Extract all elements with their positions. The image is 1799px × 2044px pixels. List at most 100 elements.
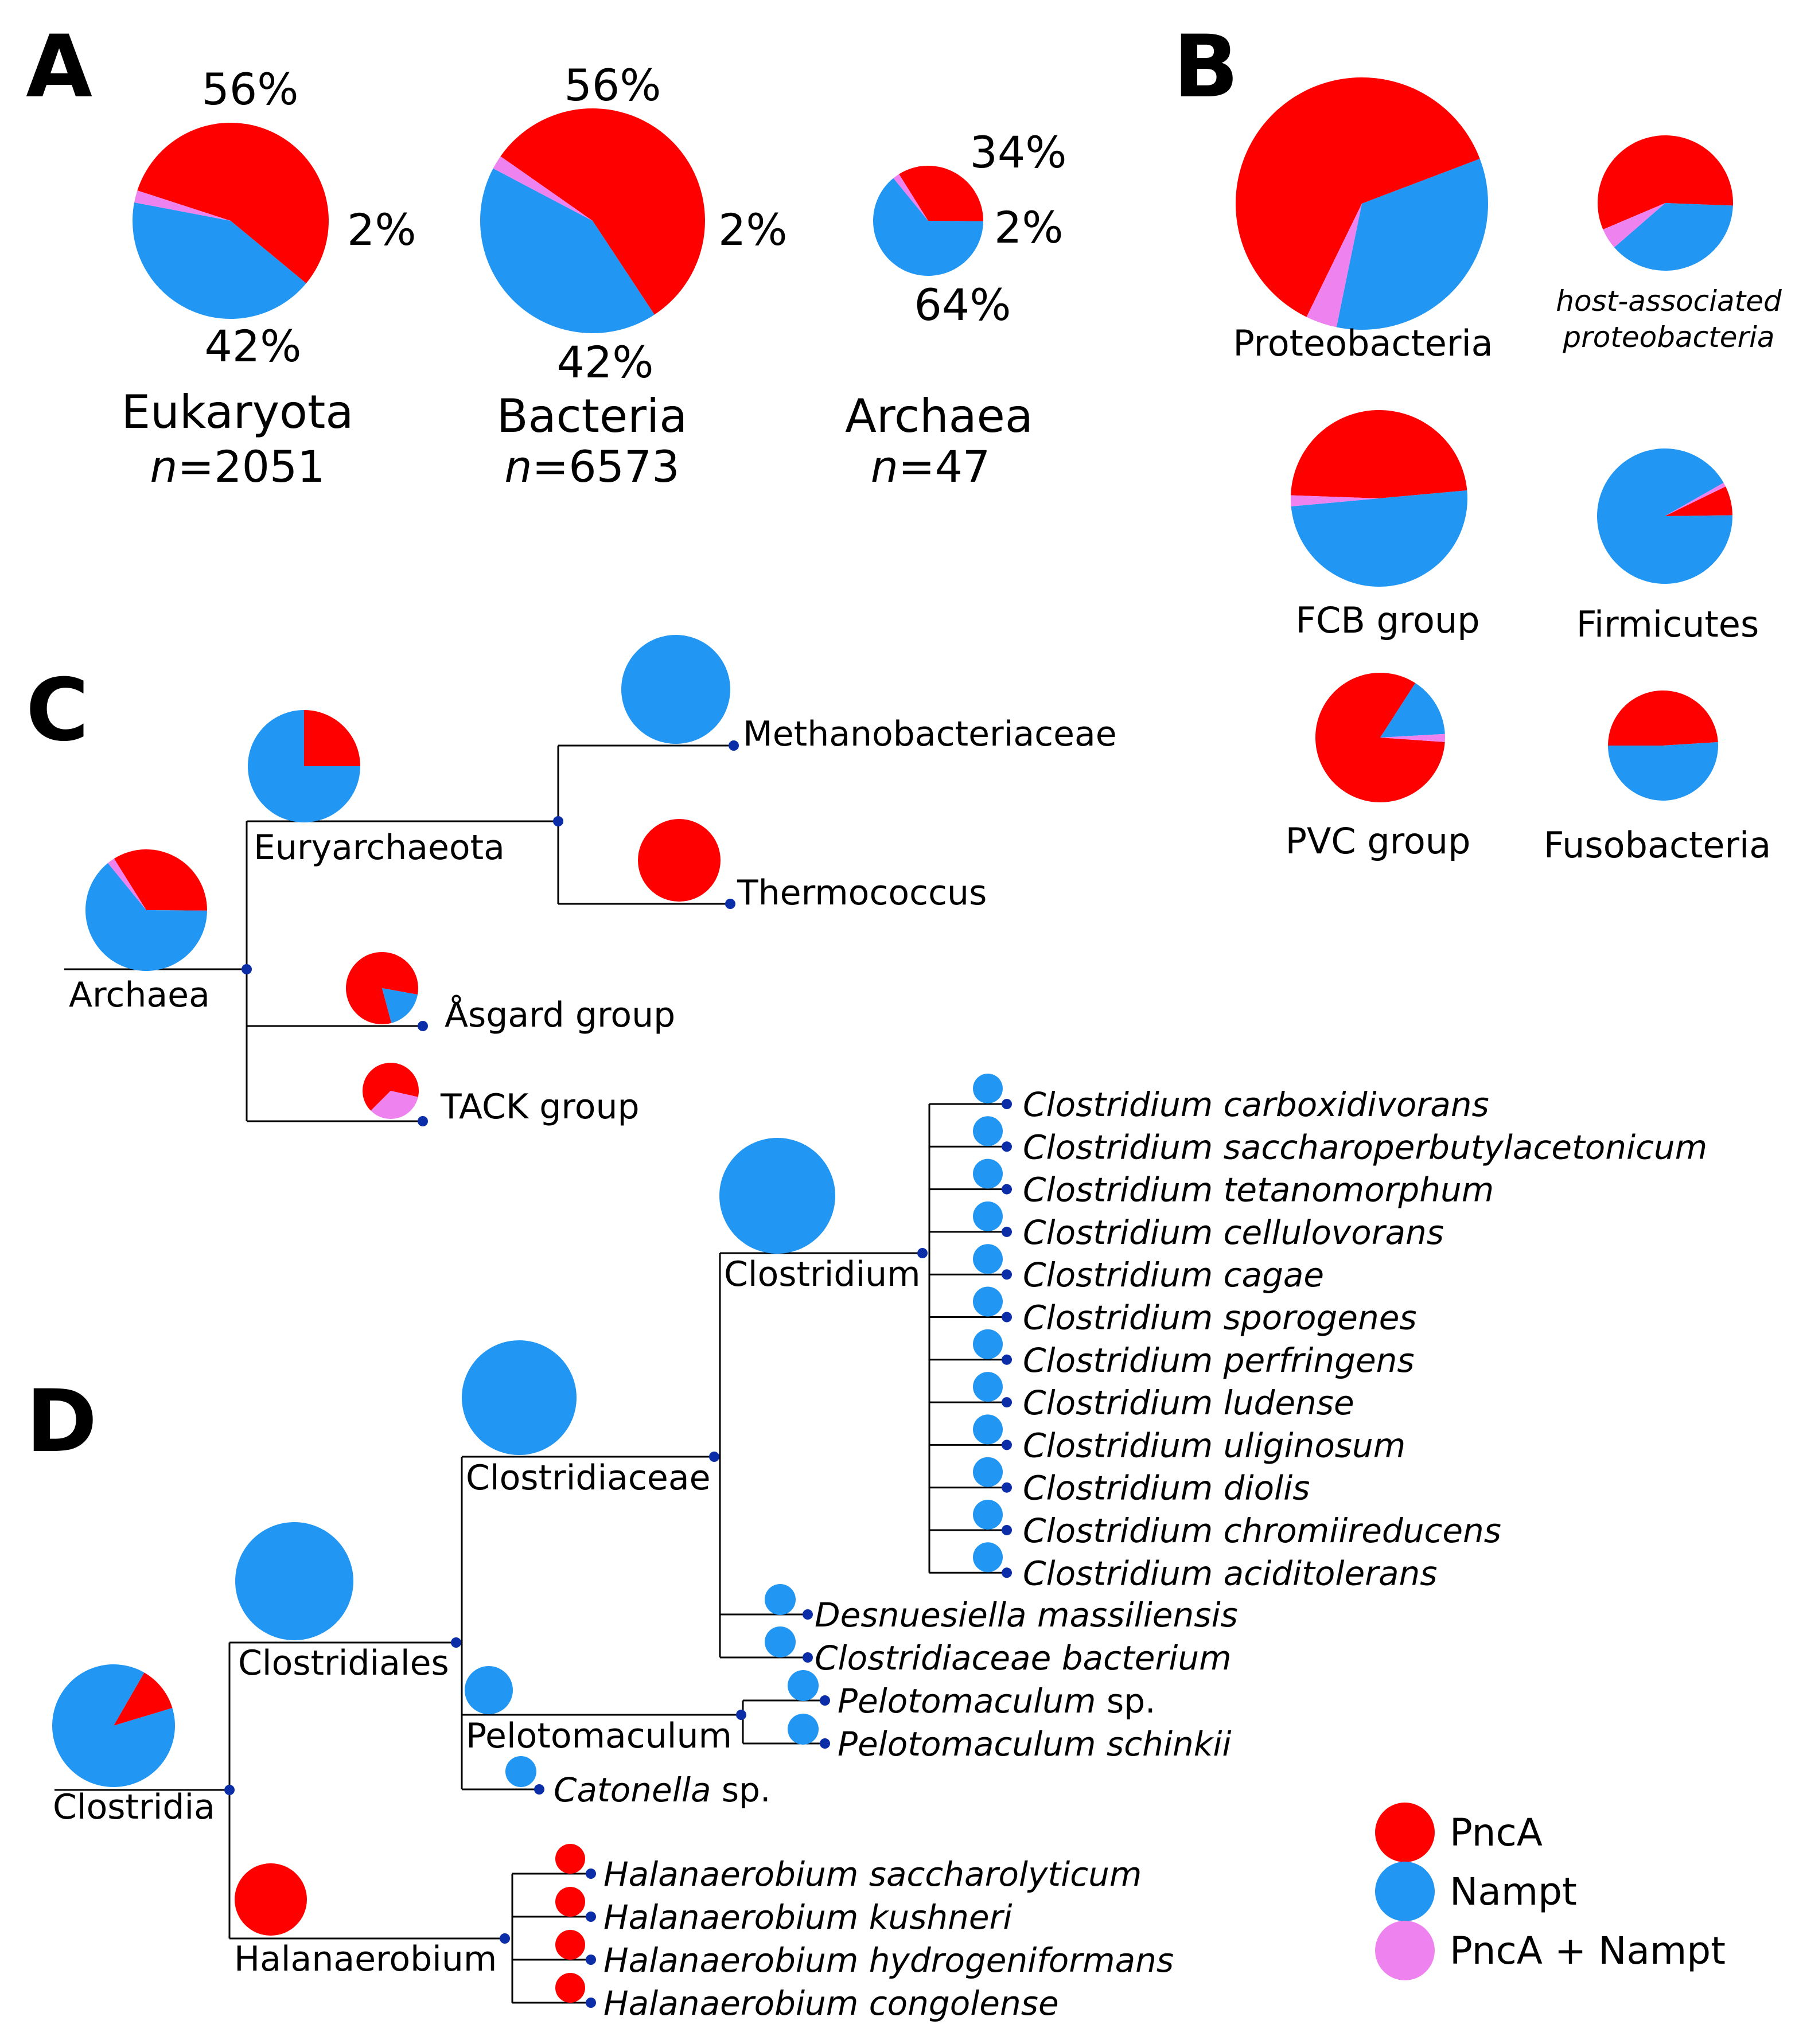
eukaryota-pie xyxy=(133,123,329,319)
firmicutes-pnca-slice xyxy=(1665,486,1732,516)
halanaerobium-species-tip-dot xyxy=(586,1998,596,2008)
halanaerobium-species-label: Halanaerobium saccharolyticum xyxy=(603,1855,1142,1894)
fusobacteria-nampt-slice xyxy=(1608,742,1718,801)
host-associated-label-line1: host-associated xyxy=(1556,284,1782,318)
clostridiaceae-node-label: Clostridiaceae xyxy=(466,1458,711,1498)
archaea-pnca-percent: 34% xyxy=(970,127,1067,178)
archaea-label: Archaea xyxy=(845,389,1033,443)
archaea-node-dot xyxy=(242,964,252,974)
clostridiales-node-pie xyxy=(235,1522,353,1640)
eukaryota-nampt-percent: 42% xyxy=(205,321,302,372)
clostridium-species-nampt-slice xyxy=(973,1329,1003,1359)
clostridium-species-pie xyxy=(973,1286,1003,1317)
clostridium-species-pie xyxy=(973,1414,1003,1445)
clostridium-species-tip-dot xyxy=(1002,1354,1012,1365)
clostridia-pnca-slice xyxy=(114,1672,173,1726)
eukaryota-count-n: n xyxy=(150,441,177,492)
clostridium-species-label: Clostridium ludense xyxy=(1023,1383,1354,1422)
desnuesiella-label: Desnuesiella massiliensis xyxy=(815,1596,1238,1635)
clostridiales-node-label: Clostridiales xyxy=(238,1643,449,1683)
halanaerobium-species-label: Halanaerobium hydrogeniformans xyxy=(603,1941,1174,1980)
halanaerobium-node-label: Halanaerobium xyxy=(234,1939,497,1979)
clostridiaceae-bacterium-tip-dot xyxy=(803,1652,813,1663)
pelotomaculum-node-label: Pelotomaculum xyxy=(466,1716,732,1756)
halanaerobium-species-tip-dot xyxy=(586,1869,596,1879)
tack-label: TACK group xyxy=(440,1087,640,1127)
legend-nampt-swatch xyxy=(1375,1862,1435,1921)
eukaryota-count: n=2051 xyxy=(150,441,325,492)
pvc-group-label: PVC group xyxy=(1286,820,1471,862)
legend-nampt-label: Nampt xyxy=(1450,1870,1577,1914)
halanaerobium-species-tip-dot xyxy=(586,1912,596,1922)
clostridia-tree-branches xyxy=(54,1252,922,2003)
fcb-group-pnca-slice xyxy=(1291,409,1467,498)
archaea-both-percent: 2% xyxy=(994,202,1064,253)
pvc-group-pnca-slice xyxy=(1315,673,1445,802)
clostridium-species-pie xyxy=(973,1074,1003,1103)
clostridium-species-label: Clostridium chromiireducens xyxy=(1023,1511,1501,1550)
bacteria-label: Bacteria xyxy=(497,389,688,443)
thermococcus-pie xyxy=(638,819,721,902)
pelotomaculum-node-dot xyxy=(736,1710,746,1720)
eukaryota-both-slice xyxy=(134,190,231,221)
archaea-node-nampt-slice xyxy=(85,863,207,972)
clostridium-species-pie xyxy=(973,1542,1003,1573)
archaea-both-slice xyxy=(893,174,928,221)
fusobacteria-pie xyxy=(1608,691,1718,801)
legend: PncA Nampt PncA + Nampt xyxy=(1375,1803,1726,1980)
legend-both-swatch xyxy=(1375,1921,1435,1980)
clostridium-nampt-slice xyxy=(719,1138,835,1254)
pelotomaculum-sp-suffix: sp. xyxy=(1096,1682,1156,1721)
archaea-count: n=47 xyxy=(871,441,991,492)
clostridia-nampt-slice xyxy=(52,1664,175,1787)
clostridium-species-label: Clostridium diolis xyxy=(1023,1469,1310,1508)
clostridium-species-pie xyxy=(973,1116,1003,1146)
clostridium-species-tip-dot xyxy=(1002,1525,1012,1535)
archaea-nampt-slice xyxy=(873,178,983,276)
archaea-count-value: =47 xyxy=(898,441,990,492)
fcb-group-pie xyxy=(1291,409,1468,587)
tack-both-slice xyxy=(371,1091,418,1119)
proteobacteria-pie xyxy=(1236,77,1488,330)
euryarchaeota-pnca-slice xyxy=(304,710,360,766)
clostridium-species-pie xyxy=(973,1329,1003,1359)
tack-pie xyxy=(363,1063,419,1119)
clostridia-node-label: Clostridia xyxy=(53,1787,215,1827)
legend-both-label: PncA + Nampt xyxy=(1450,1929,1726,1973)
host-associated-both-slice xyxy=(1603,203,1665,248)
bacteria-count-n: n xyxy=(504,441,532,492)
halanaerobium-species-labels: Halanaerobium saccharolyticumHalanaerobi… xyxy=(603,1855,1174,2023)
clostridium-species-label: Clostridium cellulovorans xyxy=(1023,1213,1444,1252)
desnuesiella-pie xyxy=(765,1584,796,1615)
fusobacteria-label: Fusobacteria xyxy=(1544,824,1771,866)
eukaryota-nampt-slice xyxy=(133,202,306,319)
catonella-genus: Catonella xyxy=(554,1770,711,1809)
legend-pnca-swatch xyxy=(1375,1803,1435,1862)
asgard-pie xyxy=(346,951,419,1024)
clostridium-species-label: Clostridium saccharoperbutylacetonicum xyxy=(1023,1128,1707,1167)
halanaerobium-species-pnca-slice xyxy=(555,1973,585,2003)
clostridiaceae-node-dot xyxy=(709,1452,719,1462)
archaea-node-pie xyxy=(85,849,207,972)
methanobacteriaceae-pie xyxy=(621,635,730,744)
asgard-pnca-slice xyxy=(346,951,419,1024)
asgard-label: Åsgard group xyxy=(445,994,675,1035)
halanaerobium-node-dot xyxy=(500,1933,510,1944)
archaea-node-label: Archaea xyxy=(69,975,210,1015)
pelotomaculum-nampt-slice xyxy=(465,1666,513,1714)
catonella-suffix: sp. xyxy=(711,1770,770,1809)
bacteria-pnca-percent: 56% xyxy=(564,60,661,111)
clostridium-species-pie xyxy=(973,1500,1003,1530)
pvc-group-pie xyxy=(1315,673,1445,802)
thermococcus-label: Thermococcus xyxy=(737,873,987,913)
catonella-nampt-slice xyxy=(505,1756,536,1787)
clostridium-species-label: Clostridium sporogenes xyxy=(1023,1298,1417,1337)
bacteria-count-value: =6573 xyxy=(532,441,680,492)
panel-label-c: C xyxy=(26,661,89,760)
halanaerobium-species-pie xyxy=(555,1887,585,1917)
clostridium-species-nampt-slice xyxy=(973,1414,1003,1445)
euryarchaeota-node-dot xyxy=(553,816,563,826)
desnuesiella-tip-dot xyxy=(803,1609,813,1620)
clostridia-node-dot xyxy=(224,1785,235,1795)
